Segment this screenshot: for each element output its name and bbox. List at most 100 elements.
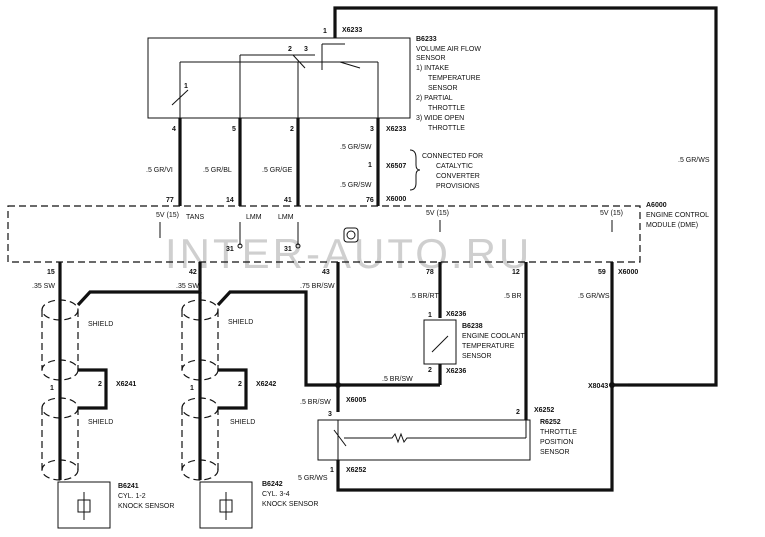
- b6233-switch: [292, 54, 306, 69]
- connector-label: X8043: [588, 383, 608, 390]
- wire-label: .35 SW: [32, 283, 55, 290]
- catalytic-note: CONVERTER: [436, 173, 480, 180]
- connector-label: X6236: [446, 368, 466, 375]
- b6233-line: SENSOR: [416, 55, 446, 62]
- r6252-line: SENSOR: [540, 449, 570, 456]
- connector-label: X6233: [342, 27, 362, 34]
- r6252-line: THROTTLE: [540, 429, 577, 436]
- wire-gr-ws-loop: [333, 6, 718, 387]
- b6242-box: [199, 481, 253, 529]
- ecm-ground-icon: [343, 227, 359, 243]
- ecm-label-5v: 5V (15): [156, 212, 179, 219]
- shield-label: SHIELD: [88, 419, 113, 426]
- b6238-line: TEMPERATURE: [462, 343, 515, 350]
- b6241-box: [57, 481, 111, 529]
- b6238-line: SENSOR: [462, 353, 492, 360]
- b6238-box: [423, 319, 457, 365]
- pin-label: 14: [226, 197, 234, 204]
- wire-label: .5 GR/WS: [578, 293, 610, 300]
- pin-label: 3: [370, 126, 374, 133]
- b6242-line: CYL. 3-4: [262, 491, 290, 498]
- pin-label: 1: [323, 28, 327, 35]
- connector-label: X6233: [386, 126, 406, 133]
- pin-label: 43: [322, 269, 330, 276]
- r6252-line: POSITION: [540, 439, 573, 446]
- pin-label: 15: [47, 269, 55, 276]
- pin-label: 1: [190, 385, 194, 392]
- b6233-box: [147, 37, 411, 119]
- b6238-id: B6238: [462, 323, 483, 330]
- pin-label: 2: [428, 367, 432, 374]
- connector-label: X6000: [618, 269, 638, 276]
- pin-label: 42: [189, 269, 197, 276]
- pin-label: 3: [328, 411, 332, 418]
- pin-label: 78: [426, 269, 434, 276]
- wire-label: .35 SW: [176, 283, 199, 290]
- b6238-thermistor: [431, 335, 449, 353]
- ecm-label-5v: 5V (15): [600, 210, 623, 217]
- b6242-sensor-element: [219, 499, 233, 513]
- b6241-id: B6241: [118, 483, 139, 490]
- pin-label: 1: [368, 162, 372, 169]
- pin-label: 2: [288, 46, 292, 53]
- b6233-id: B6233: [416, 36, 437, 43]
- pin-label: 2: [98, 381, 102, 388]
- ecm-label-tans: TANS: [186, 214, 204, 221]
- pin-label: 2: [238, 381, 242, 388]
- pin-label: 1: [184, 83, 188, 90]
- shield-label: SHIELD: [88, 321, 113, 328]
- b6233-line: SENSOR: [428, 85, 458, 92]
- r6252-wiper: [333, 429, 347, 447]
- pin-label: 1: [428, 312, 432, 319]
- provision-brace: [409, 149, 421, 191]
- pin-label: 2: [516, 409, 520, 416]
- connector-label: X6000: [386, 196, 406, 203]
- ground-terminal: [237, 243, 243, 249]
- pin-label: 76: [366, 197, 374, 204]
- wire-gr-ws-pin59: [336, 262, 614, 492]
- shield-drain-wire: [78, 368, 108, 410]
- pin-label: 2: [290, 126, 294, 133]
- b6241-line: KNOCK SENSOR: [118, 503, 174, 510]
- pin-label: 59: [598, 269, 606, 276]
- r6252-resistor: [344, 432, 526, 444]
- wire-label: .5 BR/SW: [382, 376, 413, 383]
- ecm-label-lmm: LMM: [278, 214, 294, 221]
- b6233-thermistor: [171, 89, 189, 106]
- b6242-line: KNOCK SENSOR: [262, 501, 318, 508]
- a6000-line: MODULE (DME): [646, 222, 698, 229]
- wire-label: .5 GR/SW: [340, 144, 372, 151]
- shield-drain-wire: [218, 368, 248, 410]
- wire-label: .5 GR/GE: [262, 167, 293, 174]
- a6000-box: [7, 205, 641, 263]
- b6233-line: 2) PARTIAL: [416, 95, 453, 102]
- b6233-line: 3) WIDE OPEN: [416, 115, 464, 122]
- wire-label: .5 BR: [504, 293, 522, 300]
- pin-label: 3: [304, 46, 308, 53]
- a6000-id: A6000: [646, 202, 667, 209]
- watermark-text: INTER-AUTO.RU: [165, 230, 532, 277]
- splice-dot: [335, 382, 341, 388]
- connector-label: X6005: [346, 397, 366, 404]
- catalytic-note: CONNECTED FOR: [422, 153, 483, 160]
- wire-label: .5 GR/BL: [203, 167, 232, 174]
- wire-label: .5 GR/VI: [146, 167, 173, 174]
- wire-label: .5 BR/SW: [300, 399, 331, 406]
- shield-label: SHIELD: [228, 319, 253, 326]
- b6233-line: VOLUME AIR FLOW: [416, 46, 481, 53]
- pin-label: 31: [226, 246, 234, 253]
- a6000-line: ENGINE CONTROL: [646, 212, 709, 219]
- b6241-sensor-element: [77, 499, 91, 513]
- r6252-id: R6252: [540, 419, 561, 426]
- shield-label: SHIELD: [230, 419, 255, 426]
- b6233-wiper: [339, 61, 361, 69]
- b6233-line: 1) INTAKE: [416, 65, 449, 72]
- connector-label: X6241: [116, 381, 136, 388]
- connector-label: X6242: [256, 381, 276, 388]
- connector-label: X6252: [346, 467, 366, 474]
- pin-label: 31: [284, 246, 292, 253]
- r6252-box: [317, 419, 531, 461]
- b6233-line: THROTTLE: [428, 125, 465, 132]
